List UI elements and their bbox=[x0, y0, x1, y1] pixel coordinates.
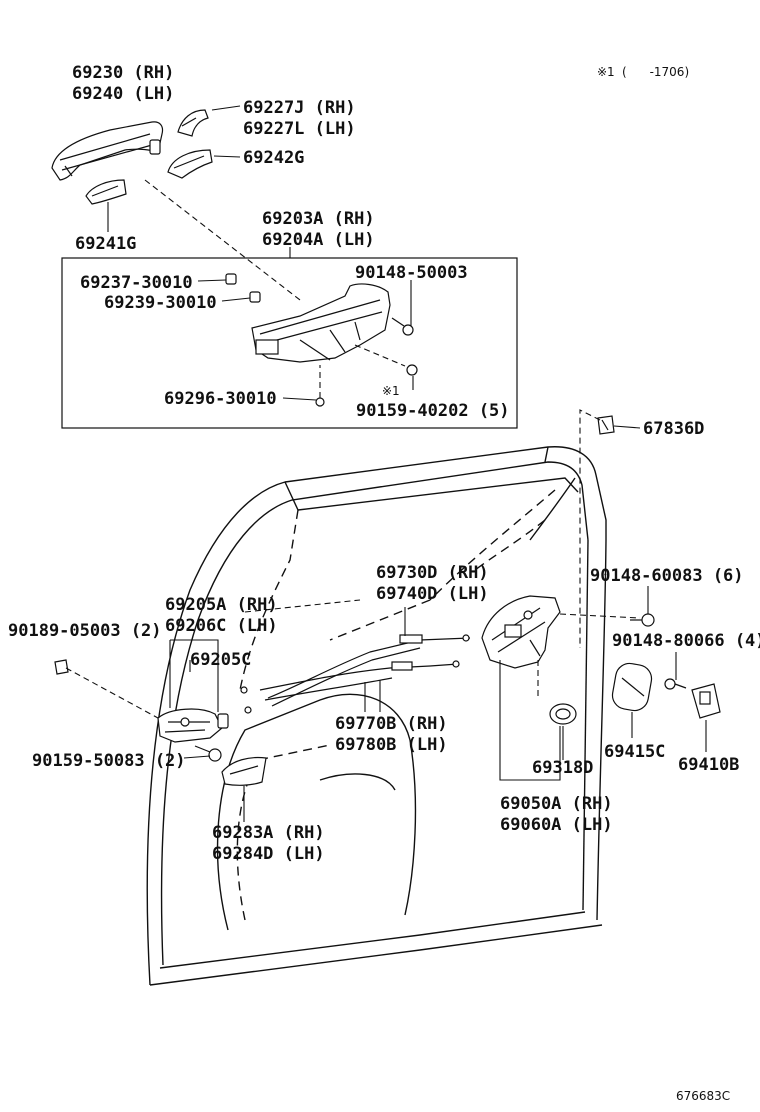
cap-69237 bbox=[225, 273, 237, 285]
label-69242G: 69242G bbox=[243, 148, 304, 168]
striker-69410B bbox=[691, 683, 721, 719]
handle-pad-69242G bbox=[167, 149, 213, 179]
handle-frame-69203A bbox=[251, 283, 391, 363]
label-69730D: 69730D (RH) bbox=[376, 563, 489, 583]
label-69283A: 69283A (RH) bbox=[212, 823, 325, 843]
cover-69415C bbox=[611, 662, 653, 712]
bolt-90148-80066 bbox=[664, 678, 687, 690]
label-69227J: 69227J (RH) bbox=[243, 98, 356, 118]
label-69780B: 69780B (LH) bbox=[335, 735, 448, 755]
label-69206C: 69206C (LH) bbox=[165, 616, 278, 636]
inside-handle-69205A bbox=[157, 708, 223, 743]
label-69241G: 69241G bbox=[75, 234, 136, 254]
label-69410B: 69410B bbox=[678, 755, 739, 775]
outside-handle-69230 bbox=[51, 121, 164, 181]
label-90148-60083: 90148-60083 (6) bbox=[590, 566, 744, 586]
bolt-90159-40202 bbox=[354, 344, 418, 376]
label-69318D: 69318D bbox=[532, 758, 593, 778]
screw-90159-50083 bbox=[194, 745, 222, 762]
handle-pad-69241G bbox=[85, 179, 127, 205]
cable-69730D bbox=[240, 634, 471, 714]
door-panel-outline bbox=[146, 446, 607, 986]
label-90148-50003: 90148-50003 bbox=[355, 263, 468, 283]
note-text: ( -1706) bbox=[622, 65, 689, 79]
bolt-90148-50003 bbox=[391, 317, 414, 336]
label-69240: 69240 (LH) bbox=[72, 84, 174, 104]
label-mark1: ※1 bbox=[382, 384, 400, 398]
diagram-code: 676683C bbox=[676, 1089, 730, 1103]
bezel-69283A bbox=[221, 756, 267, 786]
label-69740D: 69740D (LH) bbox=[376, 584, 489, 604]
label-69050A: 69050A (RH) bbox=[500, 794, 613, 814]
label-90189: 90189-05003 (2) bbox=[8, 621, 162, 641]
label-69204A: 69204A (LH) bbox=[262, 230, 375, 250]
frame-assembly-box bbox=[61, 257, 518, 429]
clip-90189 bbox=[54, 659, 69, 675]
label-69203A: 69203A (RH) bbox=[262, 209, 375, 229]
label-69227L: 69227L (LH) bbox=[243, 119, 356, 139]
label-90148-80066: 90148-80066 (4) bbox=[612, 631, 760, 651]
cushion-69318D bbox=[549, 703, 577, 725]
label-69237: 69237-30010 bbox=[80, 273, 193, 293]
cable-69770B bbox=[259, 660, 460, 701]
label-69060A: 69060A (LH) bbox=[500, 815, 613, 835]
label-67836D: 67836D bbox=[643, 419, 704, 439]
door-lock-69050A bbox=[481, 595, 561, 669]
bolt-90148-60083 bbox=[630, 613, 655, 627]
clip-67836D bbox=[597, 415, 615, 435]
label-69284D: 69284D (LH) bbox=[212, 844, 325, 864]
handle-cover-69227J bbox=[177, 109, 209, 137]
part-labels: 69230 (RH) 69240 (LH) 69227J (RH) 69227L… bbox=[8, 63, 760, 864]
label-90159-40202: 90159-40202 (5) bbox=[356, 401, 510, 421]
label-69296: 69296-30010 bbox=[164, 389, 277, 409]
label-69239: 69239-30010 bbox=[104, 293, 217, 313]
label-69205C: 69205C bbox=[190, 650, 251, 670]
clip-69296 bbox=[315, 397, 325, 407]
label-69230: 69230 (RH) bbox=[72, 63, 174, 83]
label-90159-50083: 90159-50083 (2) bbox=[32, 751, 186, 771]
note-mark: ※1 bbox=[597, 65, 615, 79]
label-69770B: 69770B (RH) bbox=[335, 714, 448, 734]
label-69415C: 69415C bbox=[604, 742, 665, 762]
screw-69205C bbox=[217, 713, 229, 729]
cap-69239 bbox=[249, 291, 261, 303]
label-69205A: 69205A (RH) bbox=[165, 595, 278, 615]
